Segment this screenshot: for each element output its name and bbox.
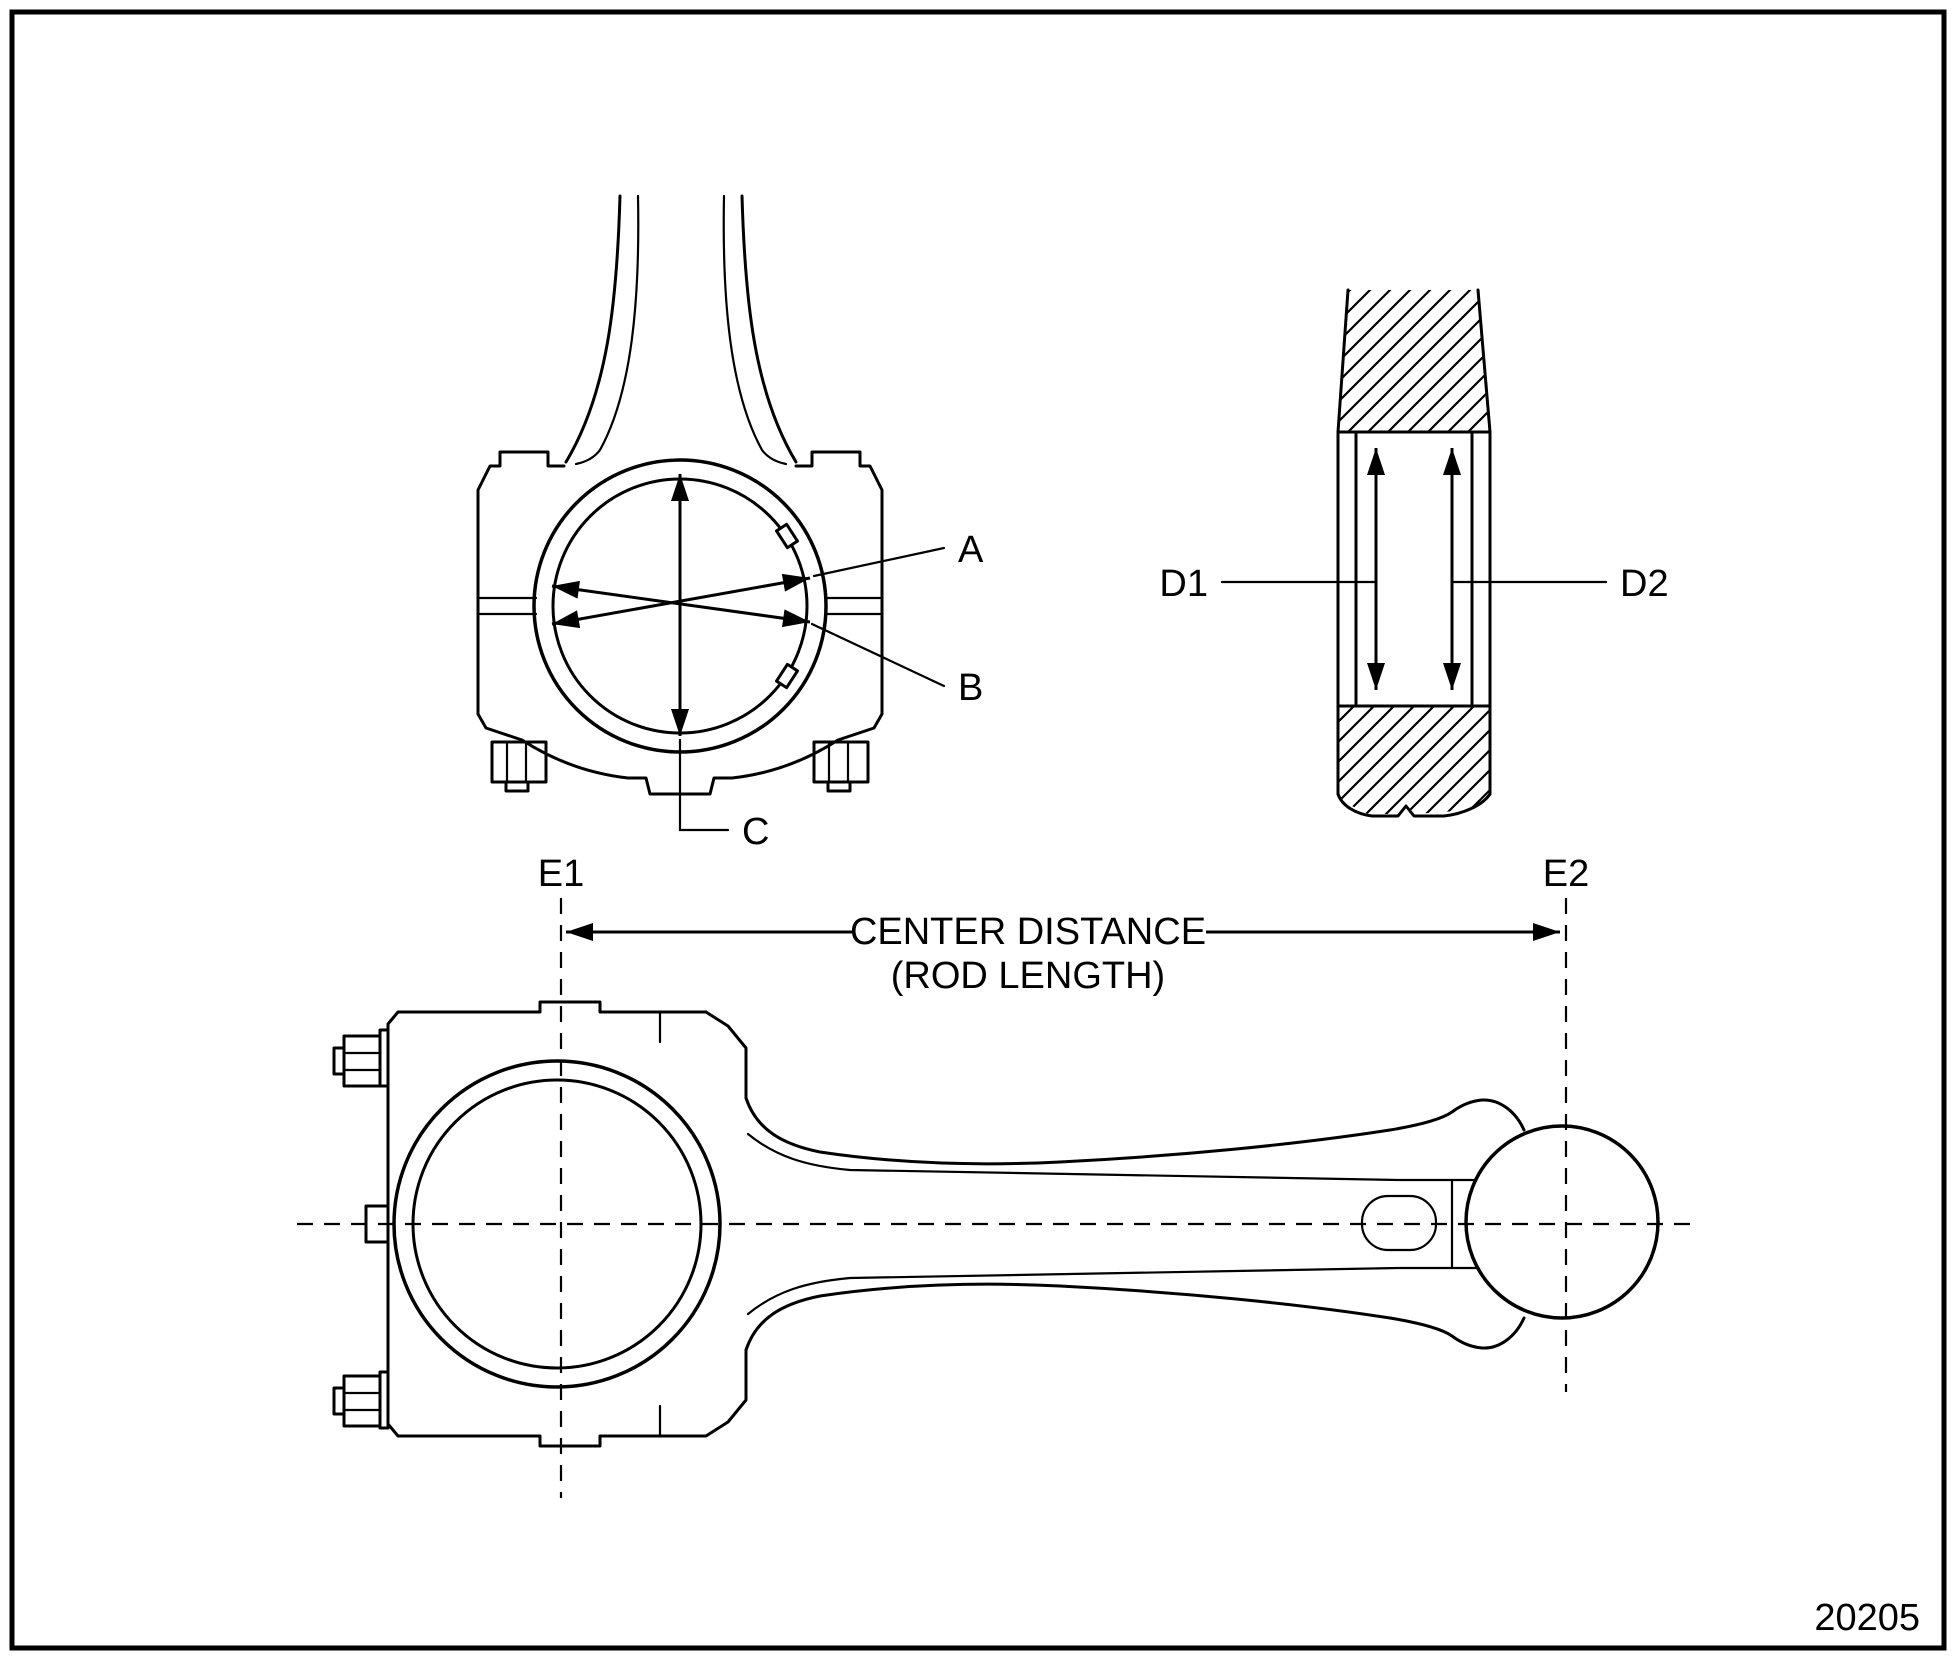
big-end-body-side-outline (704, 1010, 748, 1100)
label-d1: D1 (1159, 563, 1208, 605)
split-face-tab (364, 1204, 390, 1244)
label-d2: D2 (1620, 563, 1669, 605)
label-e1: E1 (538, 853, 584, 895)
label-e2: E2 (1543, 853, 1589, 895)
small-end-circle (1464, 1124, 1660, 1320)
shank-top-edge (744, 1096, 1526, 1166)
section-hatch-top (1338, 290, 1490, 432)
section-hatch-bottom (1338, 706, 1490, 814)
leader-b (810, 622, 946, 688)
figure-number: 20205 (1814, 1597, 1920, 1639)
center-distance-label: CENTER DISTANCE (850, 911, 1206, 953)
label-a: A (958, 529, 984, 571)
rod-side-view: E1 E2 CENTER DISTANCE (ROD LENGTH) (297, 853, 1690, 1498)
shank-bottom-edge (744, 1282, 1526, 1352)
rod-shank-outline (740, 194, 798, 464)
big-end-body-side-outline (386, 1000, 748, 1448)
page-border (9, 9, 1947, 1651)
web-recess-end (1360, 1194, 1438, 1252)
bearing-notch (775, 522, 799, 550)
pin-bore-section-view: D1 D2 (1159, 288, 1669, 818)
big-end-inner-circle (411, 1078, 703, 1370)
bearing-notch (775, 662, 799, 690)
web-top-line (746, 1132, 1454, 1182)
rod-shank-web-line (722, 194, 788, 466)
boss-bottom-edge (1336, 792, 1492, 818)
label-b: B (958, 667, 983, 709)
rod-bolt-left (490, 740, 548, 793)
web-bottom-line (746, 1266, 1454, 1316)
leader-c (678, 738, 730, 832)
rod-bolt-right (812, 740, 870, 793)
rod-bolt-bottom (332, 1370, 390, 1430)
big-end-outer-circle (392, 1059, 722, 1389)
rod-shank-web-line (574, 194, 640, 466)
label-c: C (742, 811, 769, 853)
leader-a (812, 546, 946, 578)
bore-diameter-arrow-b (551, 580, 811, 628)
rod-shank-outline (564, 194, 622, 464)
rod-length-label: (ROD LENGTH) (891, 955, 1165, 997)
big-end-end-view: A B C (476, 194, 984, 853)
rod-bolt-top (332, 1028, 390, 1088)
